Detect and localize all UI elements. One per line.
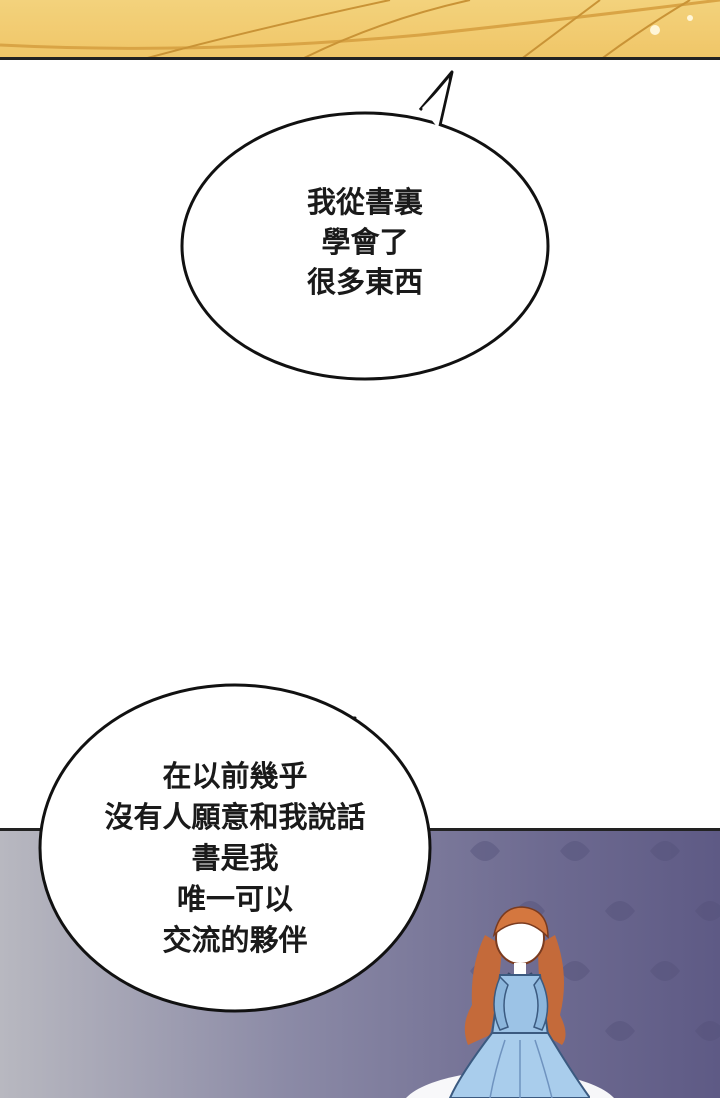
girl-blue-dress-figure [448,906,590,1098]
bubble-2-line: 交流的夥伴 [162,923,308,957]
bubble-1-line: 很多東西 [306,265,423,299]
bubble-2-line: 唯一可以 [176,882,293,916]
bubble-1-line: 我從書裏 [306,185,423,219]
panel-top-hair [0,0,720,60]
speech-bubble-2-text: 在以前幾乎 沒有人願意和我說話 書是我 唯一可以 交流的夥伴 [60,756,410,961]
bubble-2-line: 在以前幾乎 [162,759,308,793]
bubble-2-line: 書是我 [191,841,279,875]
bubble-1-line: 學會了 [321,225,409,259]
speech-bubble-1-text: 我從書裏 學會了 很多東西 [250,182,480,302]
speech-bubble-1 [180,70,550,381]
bubble-2-line: 沒有人願意和我說話 [104,800,366,834]
